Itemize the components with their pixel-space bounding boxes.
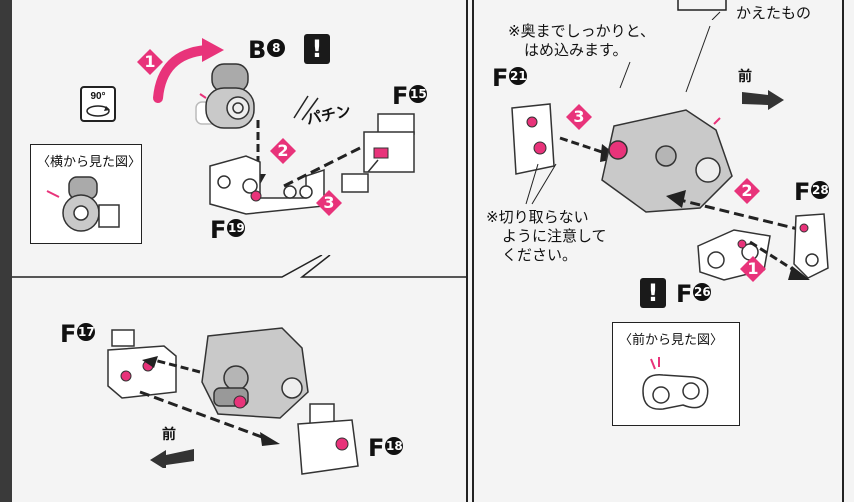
front-arrow-right-icon <box>742 90 784 110</box>
caution-leader-lines <box>525 163 557 205</box>
rotate-arrow-icon <box>153 38 224 103</box>
caption-bracket <box>677 0 727 20</box>
step-2-badge: 2 <box>270 138 296 164</box>
front-label-left: 前 <box>162 427 176 443</box>
caption-top: かえたもの <box>736 4 812 22</box>
step-1-badge: 1 <box>137 49 163 75</box>
front-view-illustration <box>642 357 709 410</box>
part-f21-illustration <box>511 103 555 175</box>
front-view-inset: 〈前から見た図〉 <box>612 322 740 426</box>
caution-note: ※切り取らない ように注意して ください。 <box>486 208 607 264</box>
part-f15-illustration <box>341 113 415 193</box>
insert-arrows-bottom <box>139 356 280 446</box>
leader-lines <box>619 25 711 93</box>
part-f17-illustration <box>107 329 177 399</box>
front-label-right: 前 <box>738 69 752 85</box>
side-view-inset: 〈横から見た図〉 <box>30 144 142 244</box>
side-view-title: 〈横から見た図〉 <box>37 155 142 170</box>
sound-lines <box>293 95 319 121</box>
step-3-badge: 3 <box>316 190 342 216</box>
left-edge-strip <box>0 0 12 502</box>
rotate-90-icon: 90° <box>80 86 116 122</box>
part-f18-illustration <box>297 403 359 475</box>
caution-icon-right: ! <box>640 278 666 308</box>
front-view-title: 〈前から見た図〉 <box>619 333 724 348</box>
left-panel <box>12 0 468 502</box>
insert-arrow-f28 <box>666 190 803 232</box>
right-panel <box>472 0 844 502</box>
right-body-illustration <box>601 109 733 213</box>
insert-arrow-f26 <box>749 240 810 280</box>
step-3-badge-right: 3 <box>566 104 592 130</box>
side-view-illustration <box>46 176 120 232</box>
callout-divider <box>12 255 468 278</box>
front-arrow-left-icon <box>150 449 194 468</box>
center-body-illustration <box>201 327 309 419</box>
rotate-degree-label: 90° <box>90 91 106 102</box>
part-f28-illustration <box>793 213 829 279</box>
insert-note: ※奥までしっかりと、 はめ込みます。 <box>508 22 655 59</box>
step-2-badge-right: 2 <box>734 178 760 204</box>
caution-icon: ! <box>304 34 330 64</box>
step-1-badge-right: 1 <box>740 256 766 282</box>
part-b8-illustration <box>195 63 255 129</box>
